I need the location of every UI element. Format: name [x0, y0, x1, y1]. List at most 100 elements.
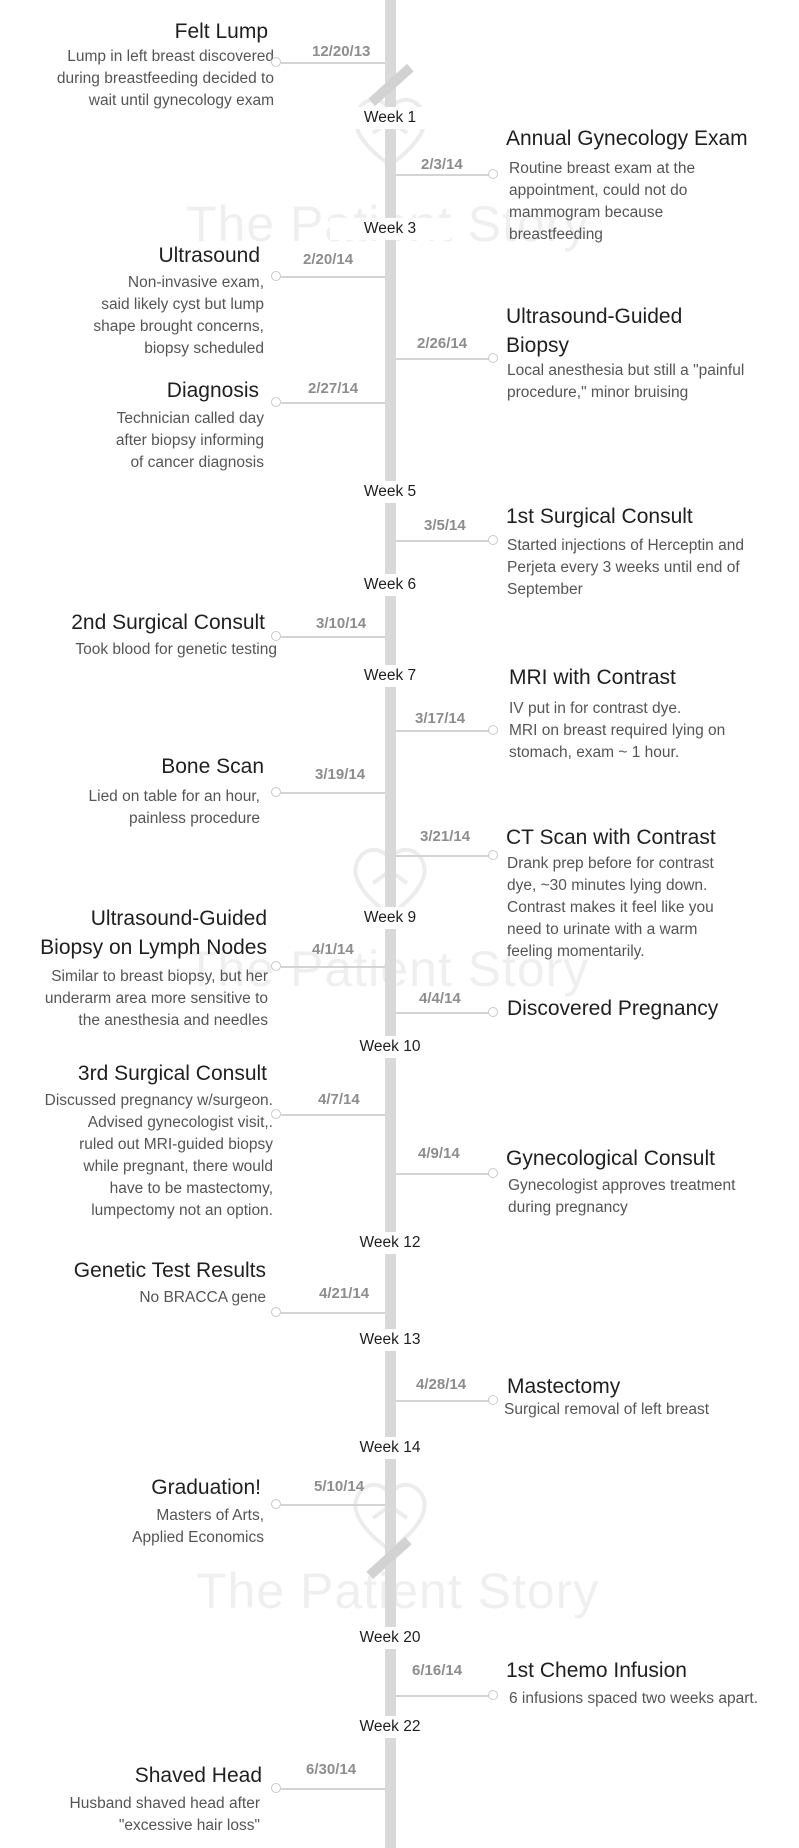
- event-description: Lied on table for an hour,painless proce…: [88, 788, 261, 827]
- week-label: Week 10: [330, 1036, 450, 1058]
- event-connector: [281, 966, 385, 968]
- event-connector: [281, 402, 385, 404]
- event-marker: [271, 271, 281, 281]
- event-date: 3/21/14: [420, 828, 471, 845]
- event-description: IV put in for contrast dye.MRI on breast…: [509, 700, 726, 761]
- week-label: Week 3: [330, 218, 450, 240]
- event-date: 3/19/14: [315, 766, 366, 783]
- event-date: 4/9/14: [418, 1145, 460, 1162]
- week-label: Week 20: [330, 1627, 450, 1649]
- event-marker: [271, 961, 281, 971]
- event-title: Mastectomy: [507, 1375, 621, 1398]
- event-title: 1st Surgical Consult: [506, 505, 693, 528]
- event-connector: [281, 792, 385, 794]
- event-marker: [488, 169, 498, 179]
- week-label: Week 5: [330, 481, 450, 503]
- event-connector: [281, 1312, 385, 1314]
- event-title: Gynecological Consult: [506, 1147, 715, 1170]
- event-description: Discussed pregnancy w/surgeon.Advised gy…: [44, 1092, 273, 1219]
- event-description: Surgical removal of left breast: [504, 1401, 710, 1418]
- event-connector: [396, 1012, 494, 1014]
- event-connector: [396, 855, 494, 857]
- event-date: 2/27/14: [308, 380, 359, 397]
- event-title: Graduation!: [151, 1476, 261, 1499]
- event-title: 2nd Surgical Consult: [71, 611, 265, 634]
- event-title: 3rd Surgical Consult: [77, 1062, 267, 1085]
- event-date: 4/21/14: [319, 1285, 370, 1302]
- week-label: Week 12: [330, 1232, 450, 1254]
- event-title: Discovered Pregnancy: [507, 997, 719, 1020]
- event-title: Annual Gynecology Exam: [506, 127, 748, 150]
- event-title: Diagnosis: [166, 379, 259, 402]
- event-marker: [488, 535, 498, 545]
- event-connector: [396, 1173, 494, 1175]
- watermark-text: The Patient Story: [196, 1563, 600, 1619]
- event-title: Ultrasound: [158, 244, 260, 267]
- event-date: 3/17/14: [415, 710, 466, 727]
- event-marker: [271, 631, 281, 641]
- event-date: 4/1/14: [312, 941, 354, 958]
- event-marker: [271, 1307, 281, 1317]
- event-marker: [271, 1499, 281, 1509]
- event-description: Took blood for genetic testing: [75, 641, 277, 658]
- week-label: Week 9: [330, 907, 450, 929]
- event-marker: [488, 1395, 498, 1405]
- week-label: Week 1: [330, 107, 450, 129]
- event-connector: [281, 636, 385, 638]
- event-marker: [488, 850, 498, 860]
- week-label: Week 14: [330, 1437, 450, 1459]
- event-marker: [271, 787, 281, 797]
- event-title: Felt Lump: [174, 20, 268, 43]
- event-connector: [281, 1114, 385, 1116]
- event-date: 5/10/14: [314, 1478, 365, 1495]
- event-marker: [488, 1690, 498, 1700]
- event-marker: [488, 725, 498, 735]
- event-title: Bone Scan: [161, 755, 264, 778]
- event-date: 2/3/14: [421, 156, 463, 173]
- event-title: 1st Chemo Infusion: [506, 1659, 687, 1682]
- event-description: Husband shaved head after"excessive hair…: [69, 1795, 260, 1834]
- event-description: 6 infusions spaced two weeks apart.: [509, 1690, 758, 1707]
- event-date: 4/7/14: [318, 1091, 360, 1108]
- week-label: Week 7: [330, 665, 450, 687]
- event-date: 4/28/14: [416, 1376, 467, 1393]
- event-marker: [271, 397, 281, 407]
- event-title: MRI with Contrast: [509, 666, 676, 689]
- week-label: Week 6: [330, 574, 450, 596]
- event-connector: [281, 62, 385, 64]
- event-connector: [396, 174, 494, 176]
- event-description: Non-invasive exam,said likely cyst but l…: [93, 274, 264, 357]
- event-date: 2/20/14: [303, 251, 354, 268]
- event-marker: [271, 1109, 281, 1119]
- event-connector: [396, 540, 494, 542]
- event-title: Shaved Head: [134, 1764, 262, 1787]
- event-date: 6/16/14: [412, 1662, 463, 1679]
- event-connector: [396, 1400, 494, 1402]
- event-title: Genetic Test Results: [73, 1259, 266, 1282]
- event-connector: [281, 1788, 385, 1790]
- event-date: 2/26/14: [417, 335, 468, 352]
- week-label: Week 13: [330, 1329, 450, 1351]
- event-marker: [488, 1168, 498, 1178]
- week-label: Week 22: [330, 1716, 450, 1738]
- event-date: 6/30/14: [306, 1761, 357, 1778]
- event-description: No BRACCA gene: [139, 1289, 266, 1306]
- event-description: Masters of Arts,Applied Economics: [132, 1507, 264, 1546]
- event-marker: [488, 353, 498, 363]
- event-connector: [396, 358, 494, 360]
- event-connector: [396, 730, 494, 732]
- event-date: 4/4/14: [419, 990, 461, 1007]
- event-date: 12/20/13: [312, 43, 371, 60]
- event-marker: [271, 1783, 281, 1793]
- event-marker: [488, 1007, 498, 1017]
